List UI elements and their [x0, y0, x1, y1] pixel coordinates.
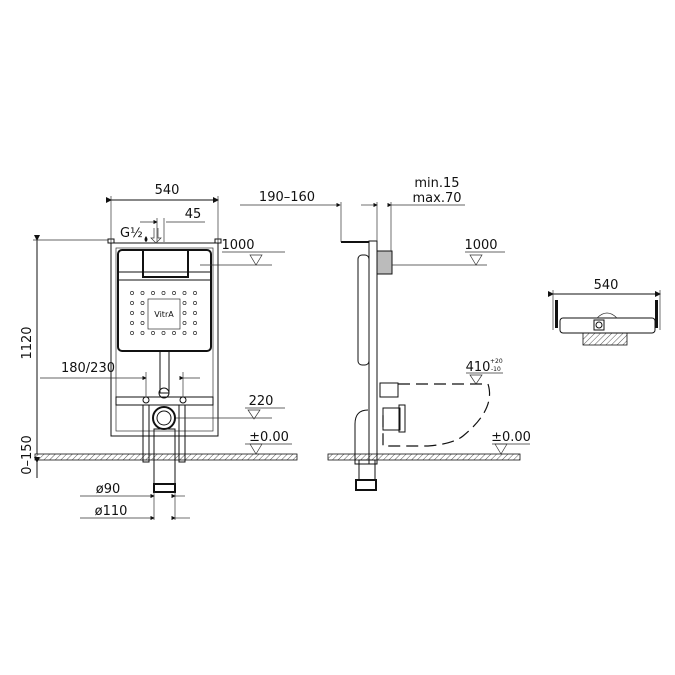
wall-max-dimension: max.70: [413, 191, 462, 206]
panel-dot: [182, 291, 187, 295]
top-width-dimension: 540: [594, 278, 619, 293]
cistern: VitrA: [117, 249, 212, 352]
flush-opening: [142, 249, 189, 278]
bowl-tolerance-plus: +20: [490, 358, 503, 365]
inlet-offset-dimension: 45: [185, 207, 202, 222]
panel-dot: [151, 331, 155, 335]
panel-dot: [182, 331, 187, 335]
panel-dot: [161, 291, 166, 295]
top-view: 540: [548, 278, 661, 346]
panel-dot: [130, 331, 134, 335]
brand-logo: VitrA: [154, 310, 174, 319]
bowl-height-label: 410: [466, 360, 491, 375]
drain-level-label: 220: [249, 394, 274, 409]
panel-dot: [193, 321, 197, 325]
panel-dot: [193, 311, 197, 315]
inlet-thread-label: G½: [120, 226, 143, 241]
panel-dot: [140, 301, 145, 305]
panel-dot: [151, 291, 155, 295]
flush-level-label: 1000: [221, 238, 254, 253]
wall-min-dimension: min.15: [414, 176, 459, 191]
dot-grid: [130, 291, 197, 335]
bowl-tolerance-minus: -10: [491, 366, 501, 373]
panel-dot: [193, 291, 197, 295]
panel-dot: [130, 311, 134, 315]
panel-dot: [140, 321, 145, 325]
panel-dot: [130, 321, 134, 325]
panel-dot: [172, 331, 176, 335]
panel-dot: [182, 311, 187, 315]
panel-dot: [140, 331, 145, 335]
panel-dot: [193, 301, 197, 305]
panel-dot: [161, 331, 166, 335]
flush-level-label: 1000: [464, 238, 497, 253]
panel-dot: [182, 321, 187, 325]
floor-level-label: ±0.00: [249, 430, 289, 445]
front-width-dimension: 540: [155, 183, 180, 198]
pipe-d90-dimension: ø90: [96, 482, 121, 497]
floor-slab: [34, 453, 298, 461]
pipe-d110-dimension: ø110: [95, 504, 128, 519]
height-dimension: 1120: [20, 326, 35, 359]
drain-assembly: [142, 350, 187, 493]
panel-dot: [172, 291, 176, 295]
water-drop-icon: [144, 236, 148, 242]
frame: [107, 238, 222, 463]
panel-dot: [140, 291, 145, 295]
depth-dimension: 190–160: [259, 190, 315, 205]
floor-level-label: ±0.00: [491, 430, 531, 445]
side-view: 190–160 min.15 max.70 1000 410 +20 -10 ±…: [240, 176, 531, 491]
inlet-arrow-icon: [150, 228, 162, 244]
panel-dot: [140, 311, 145, 315]
panel-dot: [130, 291, 134, 295]
floor-adjust-dimension: 0–150: [20, 435, 35, 475]
panel-dot: [182, 301, 187, 305]
floor-slab: [327, 453, 521, 461]
panel-dot: [130, 301, 134, 305]
panel-dot: [193, 331, 197, 335]
front-view: VitrA 540 45 G½ 1120 0–150: [20, 183, 298, 521]
foot-spacing-dimension: 180/230: [61, 361, 115, 376]
